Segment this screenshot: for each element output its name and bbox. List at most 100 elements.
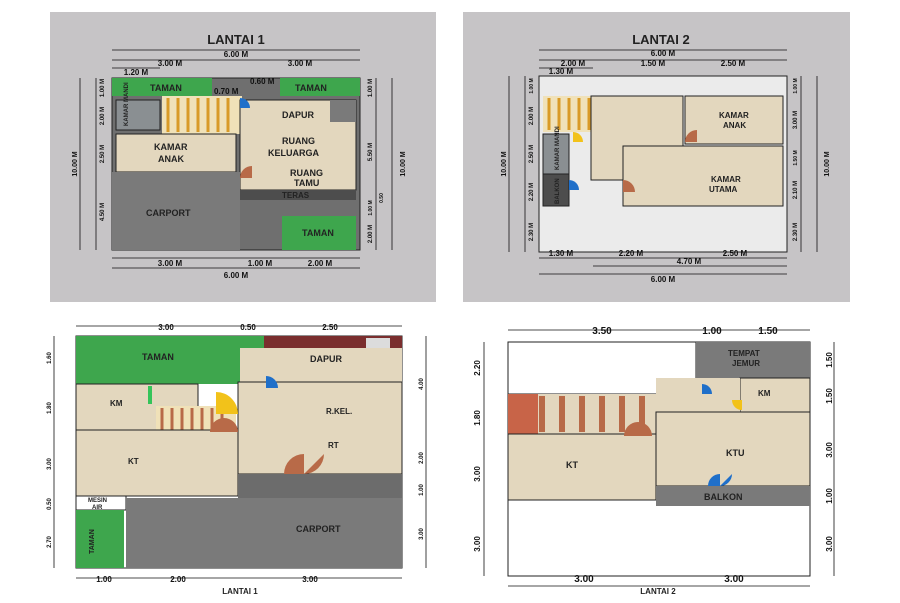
room-label-km: KM bbox=[758, 389, 771, 398]
kt bbox=[507, 433, 657, 501]
dim-label: 10.00 M bbox=[501, 151, 508, 176]
panel-lantai-2-bottom: TEMPAT JEMUR KM KT KTU BALKON 3.50 1.00 … bbox=[460, 314, 880, 598]
dim-label: 1.00 bbox=[825, 488, 834, 504]
floorplan-lantai-1-textured: TAMAN DAPUR KM R.KEL. RT KT MESIN AIR TA… bbox=[47, 323, 427, 596]
room-label-carport: CARPORT bbox=[296, 524, 341, 534]
dim-label: 2.00 M bbox=[100, 107, 106, 125]
dim-label: 2.20 M bbox=[619, 249, 644, 258]
dim-label: 2.20 bbox=[473, 360, 482, 376]
panel-lantai-2-top: LANTAI 2 KAMAR MANDI BALKON KAMAR ANAK K… bbox=[463, 12, 850, 302]
dim-label: 1.80 bbox=[47, 402, 53, 414]
dim-label: 4.00 bbox=[419, 378, 425, 390]
dim-label: 1.50 M bbox=[793, 150, 799, 165]
room-label-balkon: BALKON bbox=[555, 178, 561, 204]
dim-label: 0.50 bbox=[240, 323, 256, 332]
room-label-anak: ANAK bbox=[723, 121, 746, 130]
dim-label: 2.50 M bbox=[529, 145, 535, 163]
dim-label: 1.50 M bbox=[641, 59, 666, 68]
door-brown bbox=[685, 130, 697, 142]
room-label-ruang-tamu: RUANG bbox=[290, 168, 323, 178]
room-label-kamar: KAMAR bbox=[154, 142, 188, 152]
sink bbox=[366, 338, 390, 348]
room-label-kt: KT bbox=[128, 457, 139, 466]
dim-label: 2.70 bbox=[47, 536, 53, 548]
room-label-taman: TAMAN bbox=[295, 83, 327, 93]
door-blue bbox=[240, 98, 250, 108]
dim-label: 2.50 M bbox=[721, 59, 746, 68]
kamar-utama bbox=[622, 145, 784, 207]
dim-label: 3.00 bbox=[825, 536, 834, 552]
room-label-tempat: TEMPAT bbox=[728, 349, 760, 358]
door-brown bbox=[623, 180, 635, 192]
room-label-ktu: KTU bbox=[726, 448, 745, 458]
stairs bbox=[162, 96, 242, 134]
dim-label: 0.60 M bbox=[250, 77, 275, 86]
room-label-ruang: RUANG bbox=[282, 136, 315, 146]
dim-label: 1.00 M bbox=[368, 200, 374, 215]
dim-label: 1.30 M bbox=[549, 67, 574, 76]
taman bbox=[76, 336, 264, 384]
taman-vertical bbox=[76, 510, 124, 568]
dim-label: 1.00 M bbox=[793, 78, 799, 93]
dim-label: 1.80 bbox=[473, 410, 482, 426]
dim-label: 1.30 M bbox=[549, 249, 574, 258]
room-label-kamar-mandi: KAMAR MANDI bbox=[555, 126, 561, 170]
dim-label: 6.00 M bbox=[651, 49, 676, 58]
kamar-anak bbox=[684, 95, 784, 145]
dim-label: 3.00 bbox=[724, 574, 744, 585]
dim-label: 2.50 bbox=[322, 323, 338, 332]
dim-label: 2.50 M bbox=[100, 145, 106, 163]
dim-label: 6.00 M bbox=[224, 50, 249, 59]
dimension-lines bbox=[79, 49, 393, 269]
room-label-kamar: KAMAR bbox=[719, 111, 749, 120]
km bbox=[739, 377, 811, 413]
dim-label: 2.30 M bbox=[529, 223, 535, 241]
dim-label: 1.50 bbox=[825, 352, 834, 368]
dim-label: 1.00 bbox=[702, 326, 722, 337]
dimension-lines bbox=[508, 49, 818, 275]
stairs bbox=[538, 394, 656, 434]
room-label-tamu: TAMU bbox=[294, 178, 319, 188]
dim-label: 3.00 M bbox=[288, 59, 313, 68]
panel-title: LANTAI 2 bbox=[640, 587, 676, 596]
dim-label: 2.00 M bbox=[529, 107, 535, 125]
dim-label: 1.50 bbox=[825, 388, 834, 404]
dim-label: 0.50 bbox=[47, 498, 53, 510]
room-label-teras: TERAS bbox=[282, 191, 310, 200]
dim-label: 0.70 M bbox=[214, 87, 239, 96]
panel-title: LANTAI 2 bbox=[632, 32, 690, 47]
dim-label: 3.50 bbox=[592, 326, 612, 337]
dim-label: 4.70 M bbox=[677, 257, 702, 266]
dim-label: 2.30 M bbox=[793, 223, 799, 241]
dim-label: 0.50 bbox=[379, 193, 385, 203]
door-brown bbox=[284, 454, 304, 474]
dim-label: 6.00 M bbox=[651, 275, 676, 284]
room-label-taman: TAMAN bbox=[150, 83, 182, 93]
room-label-km: KM bbox=[110, 399, 123, 408]
door-green bbox=[148, 386, 152, 404]
dim-label: 3.00 bbox=[473, 536, 482, 552]
dim-label: 3.00 bbox=[47, 458, 53, 470]
door-yellow bbox=[573, 132, 583, 142]
dim-label: 1.60 bbox=[47, 352, 53, 364]
room-label-rt: RT bbox=[328, 441, 339, 450]
room-label-anak: ANAK bbox=[158, 154, 184, 164]
door-brown bbox=[624, 422, 652, 436]
dim-label: 1.50 bbox=[758, 326, 778, 337]
dimension-lines bbox=[483, 329, 835, 587]
carport bbox=[126, 498, 402, 568]
dim-label: 1.00 M bbox=[368, 79, 374, 97]
dim-label: 1.00 M bbox=[248, 259, 273, 268]
stair-landing bbox=[508, 394, 538, 434]
kamar-mandi bbox=[542, 133, 570, 175]
teras bbox=[238, 474, 402, 498]
dimension-lines bbox=[53, 325, 427, 579]
dim-label: 2.00 bbox=[419, 452, 425, 464]
kamar-anak bbox=[115, 133, 237, 173]
room-label-air: AIR bbox=[92, 505, 103, 511]
dim-label: 3.00 M bbox=[158, 259, 183, 268]
room-label-keluarga: KELUARGA bbox=[268, 148, 319, 158]
dim-label: 2.10 M bbox=[793, 181, 799, 199]
dim-label: 6.00 M bbox=[224, 271, 249, 280]
dim-label: 2.00 M bbox=[561, 59, 586, 68]
